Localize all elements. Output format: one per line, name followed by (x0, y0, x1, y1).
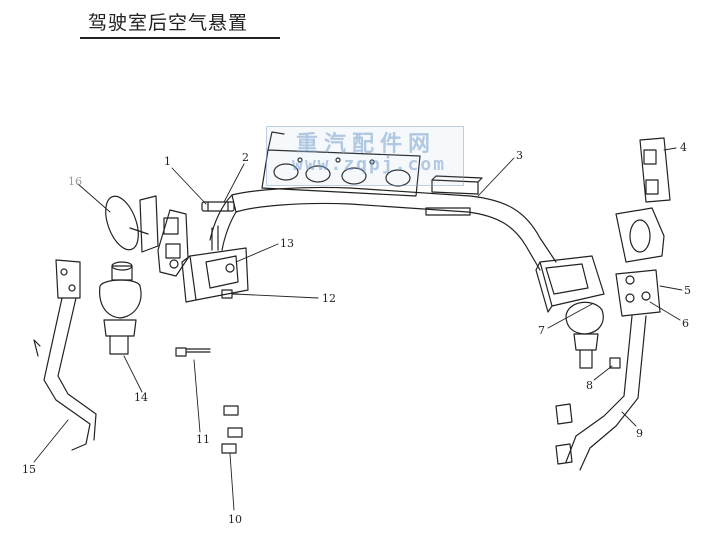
nuts-10 (221, 405, 243, 454)
callout-9: 9 (636, 427, 643, 440)
upper-bracket-plate (261, 131, 421, 197)
callout-16: 16 (68, 175, 82, 188)
watermark-url: www.zqpj.com (292, 154, 447, 175)
callout-8: 8 (586, 379, 593, 392)
callout-2: 2 (242, 151, 249, 164)
title-underline (80, 37, 280, 39)
callout-1: 1 (164, 155, 171, 168)
right-support-arm-9 (555, 315, 647, 471)
callout-12: 12 (322, 292, 336, 305)
watermark-box (266, 126, 464, 186)
callout-11: 11 (196, 433, 210, 446)
left-mount-bracket (181, 225, 249, 303)
watermark-cn: 重汽配件网 (296, 132, 437, 157)
damper-disc-16 (105, 195, 159, 253)
bolt-8 (609, 357, 621, 369)
callout-6: 6 (682, 317, 689, 330)
right-hinge-bracket (615, 137, 671, 263)
callout-5: 5 (684, 284, 691, 297)
air-spring-14 (99, 261, 142, 355)
right-bolts-5-6 (615, 269, 661, 317)
callout-13: 13 (280, 237, 294, 250)
right-air-spring (565, 301, 604, 369)
callout-15: 15 (22, 463, 36, 476)
callout-7: 7 (538, 324, 545, 337)
callout-10: 10 (228, 513, 242, 526)
pin-assembly (201, 201, 235, 212)
leader-lines (33, 147, 683, 511)
right-mount-bracket-7 (535, 255, 605, 313)
crossbar (209, 175, 557, 271)
callout-4: 4 (680, 141, 687, 154)
callout-14: 14 (134, 391, 148, 404)
left-hinge-bracket (157, 209, 189, 277)
left-support-arm-15 (33, 259, 97, 451)
page-title: 驾驶室后空气悬置 (88, 12, 249, 34)
callout-3: 3 (516, 149, 523, 162)
bolt-11 (175, 347, 211, 357)
